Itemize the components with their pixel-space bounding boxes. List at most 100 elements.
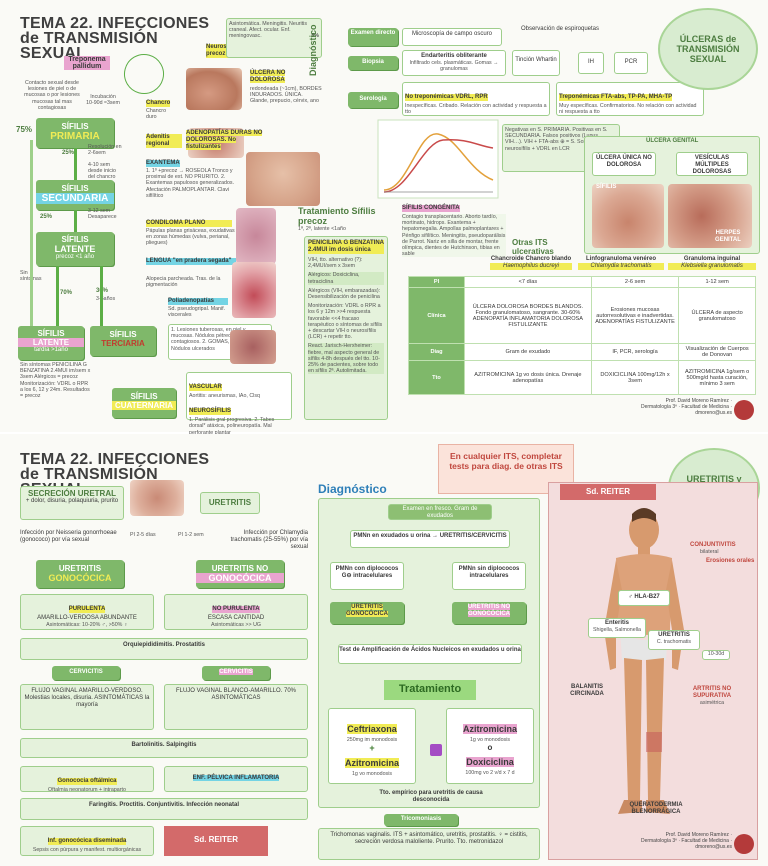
uretritis-r-sub: C. trachomatis <box>656 639 692 645</box>
condiloma-photo <box>236 208 276 264</box>
jarisch: React. Jarisch-Herxheimer: fiebre, mal a… <box>308 343 384 375</box>
no-trep-desc: Inespecíficas. Cribado. Relación con act… <box>405 103 547 116</box>
arrow <box>56 266 59 326</box>
diagnostico-title: Diagnóstico <box>318 482 387 496</box>
condiloma-label: CONDILOMA PLANO <box>146 220 232 227</box>
ceftriaxona: Ceftriaxona <box>347 724 397 734</box>
purulenta-desc: AMARILLO-VERDOSA ABUNDANTE <box>37 615 137 621</box>
azitromicina-1: Azitromicina <box>344 758 399 769</box>
tratamiento-heading: Tratamiento Sífilis precoz 1ª, 2ª, laten… <box>298 206 382 232</box>
bartolinitis: Bartolinitis. Salpingitis <box>20 738 308 758</box>
herpes-photo <box>668 184 752 248</box>
pmn-exudados: PMNn en exudados u orina → URETRITIS/CER… <box>350 530 510 548</box>
or-word: o <box>487 743 493 753</box>
sifilis-photo-label: SÍFILIS <box>596 184 617 190</box>
box-sub: PRIMARIA <box>50 131 100 142</box>
arrow <box>74 210 77 232</box>
dx-gono-label: URETRITIS GONOCÓCICA <box>346 604 388 617</box>
neurosifilis-label: NEUROSÍFILIS <box>189 408 232 416</box>
vesiculas-multiples: VESÍCULAS MÚLTIPLES DOLOROSAS <box>676 152 748 176</box>
ulceras-title: ÚLCERAS de TRANSMISIÓN SEXUAL <box>658 8 758 90</box>
penicilina-note: Sin síntomas PENICILINA G BENZATINA 2.4M… <box>20 362 91 400</box>
ulcera-genital: ÚLCERA GENITAL <box>646 138 699 144</box>
tardia-label: 3-5años <box>96 296 116 302</box>
uretritis-header: URETRITIS <box>200 492 260 514</box>
row-label: Clínica <box>408 287 465 344</box>
box-title: SÍFILIS <box>109 330 137 339</box>
penicilina-text: PENICILINA G BENZATINA 2.4MUI im dosis ú… <box>308 240 384 254</box>
balanitis-circinada: BALANITIS CIRCINADA <box>570 684 604 697</box>
box-sub: LATENTE <box>18 338 84 347</box>
pcr: PCR <box>614 52 648 74</box>
tricomoniasis-title: Tricomoniasis <box>384 814 458 826</box>
neurosifilis-desc: 1. Parálisis gral progresiva. 2. Tabes d… <box>189 417 275 436</box>
row-label: Diag <box>408 343 465 361</box>
exantema-label: EXANTEMA <box>146 160 180 167</box>
tto-sub: 1ª, 2ª, latente <1año <box>298 226 346 232</box>
monitorizacion: Monitorización: VDRL o RPR a los 6 y 12m… <box>308 303 383 341</box>
epi-box: ENF. PÉLVICA INFLAMATORIA <box>164 766 308 792</box>
col-name: Chancroide Chancro blando <box>490 256 572 262</box>
alergicos2: Alérgicos (VIH, embarazadas): Desensibil… <box>308 287 381 301</box>
arrow <box>100 266 103 326</box>
tto-title: Tratamiento Sífilis precoz <box>298 206 376 226</box>
serologia: Serología <box>348 92 398 108</box>
biopsia: Biopsia <box>348 56 398 70</box>
box-sub: GONOCÓCICA <box>196 573 284 583</box>
gomas-photo <box>230 330 276 364</box>
dx-nogonococica: URETRITIS NO GONOCÓCICA <box>452 602 526 624</box>
neuro-items-text: Asintomática. Meningitis. Neuritis crane… <box>229 21 308 40</box>
pct-75: 75% <box>16 125 33 134</box>
asint-gono: Asintomáticas: 10-20% ♂, >50% ♀ <box>46 622 128 628</box>
epi-label: ENF. PÉLVICA INFLAMATORIA <box>192 775 280 781</box>
row-label: PI <box>408 276 465 288</box>
box-sub: SECUNDARIA <box>36 193 114 204</box>
uretritis-r-label: URETRITIS <box>658 632 690 638</box>
contact-note: Contacto sexual desde lesiones de piel o… <box>24 80 80 111</box>
col-name: Linfogranuloma venéreo <box>585 256 656 262</box>
box-title: SÍFILIS <box>61 122 89 131</box>
chancro-photo <box>186 68 242 110</box>
biopsia-box: Endarteritis obliterante Infiltrado cels… <box>402 50 506 76</box>
col-agent: Klebsiella granulomatis <box>668 263 756 270</box>
vascular-desc: Aortitis: aneurismas, IAo, Clsq <box>189 393 260 399</box>
congenita-box: SÍFILIS CONGÉNITA Contagio transplacenta… <box>402 196 506 258</box>
signature: Prof. David Moreno Ramírez · Dermatologí… <box>640 832 732 850</box>
plus-sign: + <box>369 743 375 754</box>
row-label: Tto <box>408 360 465 395</box>
congenita-label: SÍFILIS CONGÉNITA <box>402 205 460 212</box>
lengua-photo <box>232 262 276 318</box>
signature: Prof. David Moreno Ramírez · Dermatologí… <box>640 398 732 416</box>
uretritis-no-gonococica: URETRITIS NO GONOCÓCICA <box>196 560 284 588</box>
poliadenopatias-desc: Sd. pseudogripal. Manif. viscerales <box>168 306 226 319</box>
ulcera-label: ÚLCERA NO DOLOROSA <box>250 70 286 83</box>
azitromicina-2: Azitromicina <box>462 724 517 734</box>
doxiciclina: Doxiciclina <box>466 757 514 768</box>
box-title: SÍFILIS <box>130 392 158 401</box>
trep-label: Treponémicas FTA-abs, TP-PA, MHA-TP <box>559 94 673 101</box>
secrecion-title: SECRECIÓN URETRAL <box>27 489 116 498</box>
erosiones-orales: Erosiones orales <box>706 558 755 564</box>
secrecion-photo <box>130 480 184 516</box>
faringitis: Faringitis. Proctitis. Conjuntivitis. In… <box>20 798 308 820</box>
alopecia-text: Alopecia parcheada. Tras. de la pigmenta… <box>146 276 221 289</box>
cervicitis-gono-desc: FLUJO VAGINAL AMARILLO-VERDOSO. Molestia… <box>20 684 154 730</box>
tincion: Tinción Whartin <box>512 50 560 76</box>
azitro1-dosis: 1g vo monodosis <box>351 771 393 778</box>
diag-label: Diagnóstico <box>308 16 348 106</box>
pi-gono: PI 2-5 días <box>130 532 156 538</box>
sd-reiter-button[interactable]: Sd. REITER <box>164 826 268 856</box>
no-trep-label: No treponémicas VDRL, RPR <box>405 94 488 101</box>
artritis-box: ARTRITIS NO SUPURATIVA asimétrica <box>682 686 742 706</box>
cell: <7 días <box>464 276 592 288</box>
pct-25b: 25% <box>40 214 53 220</box>
col-linfogranuloma: Linfogranuloma venéreo Chlamydia trachom… <box>578 256 664 270</box>
otras-its: Otras ITS ulcerativas <box>512 238 554 256</box>
box-sub2: tardía >1año <box>34 347 68 353</box>
enteritis-box: Enteritis Shigella, Salmonella <box>588 618 646 638</box>
ceftriaxona-dosis: 250mg im monodosis <box>346 737 398 743</box>
body-figure <box>604 508 684 814</box>
dx-gonococica: URETRITIS GONOCÓCICA <box>330 602 404 624</box>
